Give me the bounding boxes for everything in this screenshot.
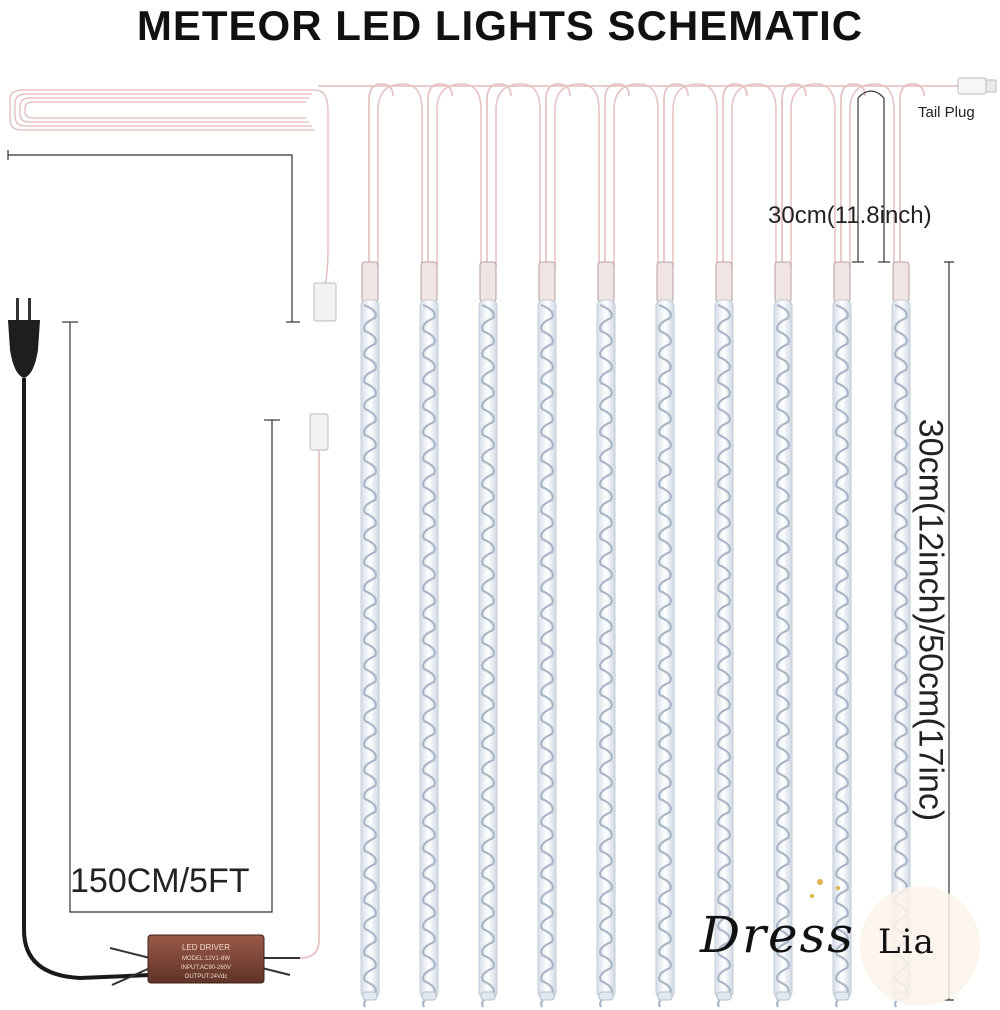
tube-led-spiral	[540, 303, 554, 1008]
cable-length-label: 150CM/5FT	[70, 862, 250, 900]
tube-end-cap	[716, 991, 732, 1001]
tube-connector	[833, 261, 851, 303]
tube-wire-return	[495, 83, 541, 268]
tube-wire-return	[554, 83, 600, 268]
tube-led-spiral	[776, 303, 790, 1008]
input-plug	[313, 282, 337, 322]
tube-end-cap	[480, 991, 496, 1001]
tube-led-spiral	[835, 303, 849, 1008]
tube-wire-return	[377, 83, 423, 268]
tube-wire-loop	[604, 83, 630, 268]
driver-label-2: MODEL:12V1-8W	[182, 956, 230, 962]
tube-length-label: 30cm(12inch)/50cm(17inc)	[911, 418, 950, 822]
meteor-tube	[478, 83, 541, 1008]
power-plug	[8, 298, 151, 981]
meteor-tube	[773, 83, 836, 1008]
tube-wire-return	[790, 83, 836, 268]
tube-wire-loop	[781, 83, 807, 268]
meteor-tube	[832, 83, 895, 1008]
tube-connector	[420, 261, 438, 303]
tube-led-spiral	[658, 303, 672, 1008]
tube-end-cap	[775, 991, 791, 1001]
meteor-tube	[596, 83, 659, 1008]
tube-wire-loop	[722, 83, 748, 268]
tube-wire-return	[731, 83, 777, 268]
diagram-title: METEOR LED LIGHTS SCHEMATIC	[136, 2, 864, 49]
tube-connector	[597, 261, 615, 303]
tube-led-spiral	[422, 303, 436, 1008]
tube-wire-return	[672, 83, 718, 268]
tube-end-cap	[421, 991, 437, 1001]
tube-connector	[479, 261, 497, 303]
tube-end-cap	[539, 991, 555, 1001]
brand-sparkles	[810, 879, 840, 898]
spacing-dimension	[852, 90, 890, 263]
tube-wire-loop	[663, 83, 689, 268]
meteor-tube	[655, 83, 718, 1008]
brand-logo-left: Dress	[700, 906, 855, 964]
tube-wire-loop	[486, 83, 512, 268]
tube-led-spiral	[481, 303, 495, 1008]
tube-wire-loop	[840, 83, 866, 268]
meteor-tube	[419, 83, 482, 1008]
brand-logo-right: Lia	[878, 922, 935, 962]
tube-led-spiral	[717, 303, 731, 1008]
tube-end-cap	[657, 991, 673, 1001]
tube-connector	[656, 261, 674, 303]
tube-end-cap	[834, 991, 850, 1001]
tube-wire-return	[436, 83, 482, 268]
tube-wire-return	[613, 83, 659, 268]
brand-circle	[860, 886, 980, 1006]
coiled-cable	[9, 89, 329, 301]
tube-led-spiral	[599, 303, 613, 1008]
tube-end-cap	[598, 991, 614, 1001]
tail-plug-label: Tail Plug	[918, 104, 975, 121]
tube-connector	[538, 261, 556, 303]
tube-connector	[774, 261, 792, 303]
driver-label-3: INPUT:AC90-260V	[181, 965, 231, 971]
tube-end-cap	[362, 991, 378, 1001]
meteor-tube	[360, 83, 423, 1008]
tube-wire-loop	[899, 83, 925, 268]
meteor-tube	[891, 83, 925, 1008]
tube-connector	[715, 261, 733, 303]
tube-spacing-label: 30cm(11.8inch)	[768, 202, 932, 229]
tube-wire-return	[849, 83, 895, 268]
meteor-tube	[714, 83, 777, 1008]
meteor-tubes	[360, 83, 925, 1008]
driver-label-4: OUTPUT:24Vdc	[185, 974, 228, 980]
driver-label-1: LED DRIVER	[182, 943, 230, 952]
meteor-tube	[537, 83, 600, 1008]
led-driver: LED DRIVER MODEL:12V1-8W INPUT:AC90-260V…	[109, 934, 300, 986]
tube-wire-loop	[368, 83, 394, 268]
tube-led-spiral	[363, 303, 377, 1008]
driver-output-plug	[265, 413, 329, 959]
tube-connector	[892, 261, 910, 303]
cable-dimension-arrows	[7, 150, 300, 913]
tube-wire-loop	[545, 83, 571, 268]
tube-wire-loop	[427, 83, 453, 268]
tube-connector	[361, 261, 379, 303]
tail-plug	[957, 77, 997, 95]
